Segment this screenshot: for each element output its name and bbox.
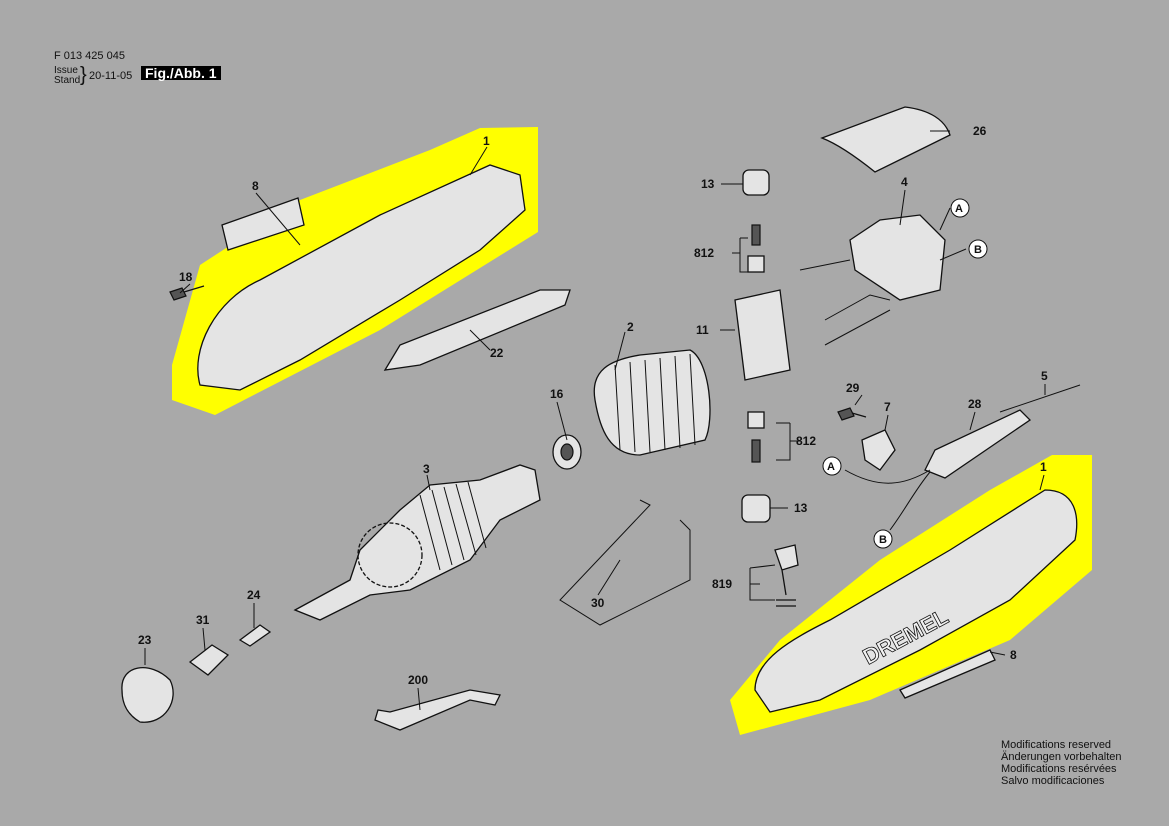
part-number: 23 xyxy=(138,633,152,647)
note-line: Änderungen vorbehalten xyxy=(1001,751,1122,763)
screw-18 xyxy=(169,285,205,301)
label-sticker-right xyxy=(899,649,996,699)
part-number: 13 xyxy=(701,177,715,191)
switch-wires xyxy=(799,259,891,346)
callout-letter: B xyxy=(974,244,982,256)
part-number: 7 xyxy=(884,400,891,414)
leader-lines xyxy=(144,130,1046,711)
switch-slider-22 xyxy=(383,289,571,371)
callout-letter: A xyxy=(955,203,963,215)
armature-windings xyxy=(419,481,487,571)
switch-4 xyxy=(849,214,946,301)
part-number: 11 xyxy=(696,323,709,337)
note-line: Modifications reserved xyxy=(1001,739,1112,751)
brush-spring-top xyxy=(751,224,761,246)
motor-field-2 xyxy=(593,349,711,456)
callout-a-top xyxy=(950,198,970,218)
screw-29 xyxy=(837,407,867,421)
brush-holder-11 xyxy=(734,289,791,381)
figure-label: Fig./Abb. 1 xyxy=(141,66,221,80)
brush-cap-bottom xyxy=(741,494,771,523)
nose-cap-23 xyxy=(121,667,174,723)
part-number: 5 xyxy=(1041,369,1048,383)
document-number: F 013 425 045 xyxy=(54,50,125,62)
part-number: 8 xyxy=(252,179,259,193)
part-number: 22 xyxy=(490,346,504,360)
part-number: 28 xyxy=(968,397,982,411)
housing-half-right xyxy=(754,489,1078,713)
part-number: 16 xyxy=(550,387,564,401)
issue-label: Issue xyxy=(54,65,78,76)
brush-spring-bottom xyxy=(751,439,761,463)
wrench-200 xyxy=(374,689,501,731)
part-number: 819 xyxy=(712,577,732,591)
part-number: 18 xyxy=(179,270,193,284)
part-number: 8 xyxy=(1010,648,1017,662)
brush-bottom xyxy=(747,411,765,429)
part-number: 31 xyxy=(196,613,210,627)
brush-top xyxy=(747,255,765,273)
part-number: 200 xyxy=(408,673,428,687)
brush-cap-top xyxy=(742,169,770,196)
part-number: 1 xyxy=(483,134,490,148)
part-number: 812 xyxy=(796,434,816,448)
collet-nut-31 xyxy=(188,644,230,676)
callout-b-top xyxy=(968,239,988,259)
part-number: 3 xyxy=(423,462,430,476)
collet-24 xyxy=(238,624,272,647)
note-line: Salvo modificaciones xyxy=(1001,775,1105,787)
note-line: Modifications resérvées xyxy=(1001,763,1117,775)
field-windings xyxy=(614,353,696,453)
stand-label: Stand xyxy=(54,75,81,86)
part-number: 24 xyxy=(247,588,261,602)
part-number: 812 xyxy=(694,246,714,260)
bearing-bore xyxy=(560,443,574,461)
part-number: 29 xyxy=(846,381,860,395)
part-number: 13 xyxy=(794,501,808,515)
spindle-lock-819 xyxy=(774,544,799,607)
cord-5 xyxy=(999,384,1081,413)
callout-b-bottom xyxy=(873,529,893,549)
part-number: 26 xyxy=(973,124,987,138)
cord-clamp-7 xyxy=(861,429,896,471)
callout-letter: B xyxy=(879,534,887,546)
label-sticker-left xyxy=(221,197,305,251)
cord-sleeve-28 xyxy=(924,409,1032,479)
hanger-30 xyxy=(559,499,691,626)
callout-letter: A xyxy=(827,461,835,473)
fan xyxy=(357,522,423,588)
callout-a-bottom xyxy=(822,456,842,476)
armature-3 xyxy=(293,464,541,621)
brace: } xyxy=(80,64,87,86)
modification-notes: Modifications reserved Änderungen vorbeh… xyxy=(1001,739,1121,787)
cover-26 xyxy=(820,106,951,173)
issue-date: 20-11-05 xyxy=(89,70,133,82)
part-number: 1 xyxy=(1040,460,1047,474)
housing-half-left xyxy=(197,164,526,391)
part-number: 2 xyxy=(627,320,634,334)
part-number: 30 xyxy=(591,596,605,610)
cord-wires xyxy=(844,469,931,531)
part-number: 4 xyxy=(901,175,908,189)
